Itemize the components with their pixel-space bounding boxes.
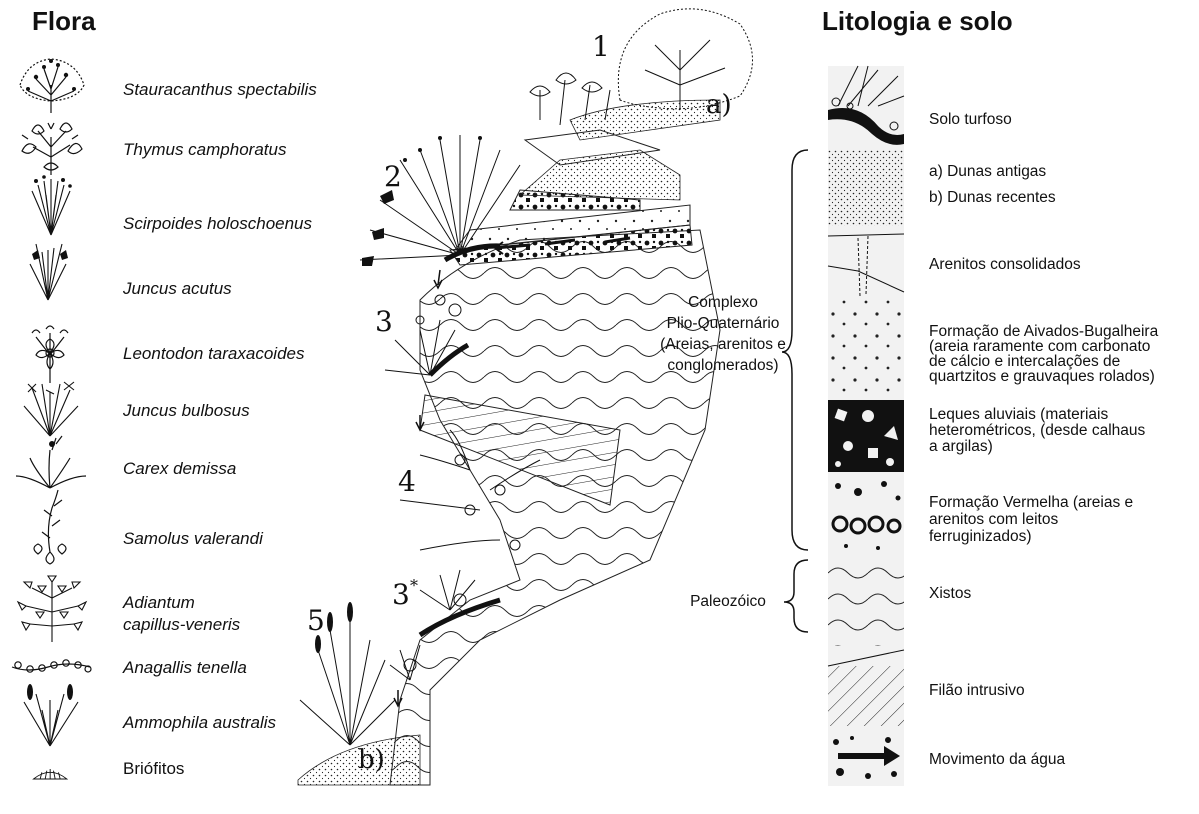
lithology-label-leques-3: a argilas) [929, 440, 993, 454]
lithology-label-xistos: Xistos [929, 586, 971, 601]
group-line: conglomerados) [648, 355, 798, 376]
profile-number-5: 5 [307, 604, 325, 637]
lithology-label-arenitos: Arenitos consolidados [929, 257, 1081, 272]
dunas-swatch [828, 150, 904, 226]
group-label-paleozoico: Paleozóico [683, 591, 773, 612]
lithology-label-vermelha-3: ferruginizados) [929, 529, 1032, 544]
profile-number-1: 1 [592, 30, 610, 63]
lithology-label-vermelha-1: Formação Vermelha (areias e [929, 495, 1133, 510]
profile-label-b: b) [358, 745, 385, 775]
profile-number-3-star: 3 [392, 578, 410, 611]
lithology-label-aivados-3: de cálcio e intercalações de [929, 355, 1120, 369]
lithology-label-solo: Solo turfoso [929, 112, 1012, 127]
profile-number-star: * [410, 576, 418, 595]
aivados-swatch [828, 298, 904, 396]
lithology-label-agua: Movimento da água [929, 752, 1065, 767]
lithology-label-leques-2: heterométricos, (desde calhaus [929, 424, 1145, 438]
group-line: Complexo [648, 292, 798, 313]
leques-swatch [828, 400, 904, 472]
xistos-swatch [828, 556, 904, 646]
lithology-label-filao: Filão intrusivo [929, 683, 1025, 698]
profile-number-2: 2 [384, 160, 402, 193]
group-label-complexo: Complexo Plio-Quaternário (Areias, areni… [648, 292, 798, 376]
lithology-label-dunas-a: a) Dunas antigas [929, 164, 1046, 179]
profile-label-a: a) [706, 90, 732, 120]
lithology-label-vermelha-2: arenitos com leitos [929, 512, 1058, 527]
profile-number-4: 4 [398, 465, 416, 498]
group-line: Plio-Quaternário [648, 313, 798, 334]
lithology-label-aivados-1: Formação de Aivados-Bugalheira [929, 325, 1158, 339]
lithology-label-leques-1: Leques aluviais (materiais [929, 408, 1108, 422]
brace-marks [780, 140, 820, 640]
lithology-label-dunas-b: b) Dunas recentes [929, 190, 1056, 205]
cliff-profile-illustration [0, 0, 800, 785]
lithology-heading: Litologia e solo [822, 6, 1013, 37]
profile-number-3: 3 [375, 305, 393, 338]
lithology-label-aivados-2: (areia raramente com carbonato [929, 340, 1150, 354]
group-line: (Areias, arenitos e [648, 334, 798, 355]
lithology-label-aivados-4: quartzitos e grauvaques rolados) [929, 370, 1155, 384]
lithology-swatch-column [828, 66, 908, 786]
